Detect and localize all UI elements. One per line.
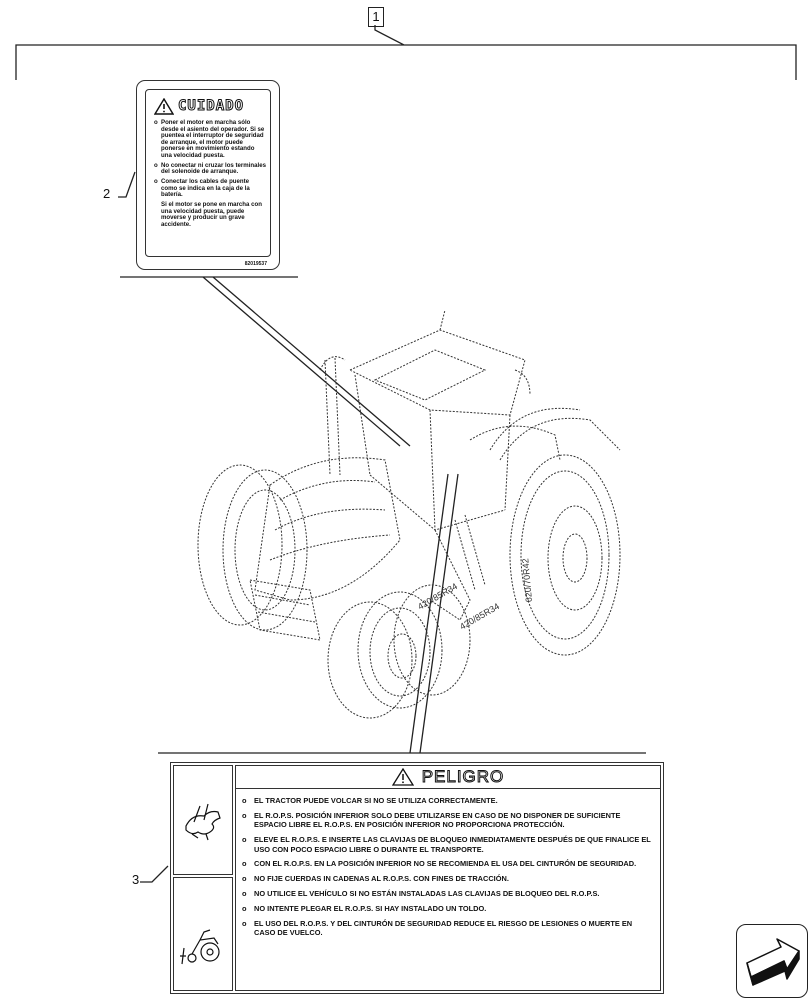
peligro-title: PELIGRO [421, 767, 505, 787]
cuidado-title: CUIDADO [177, 98, 245, 115]
tire-label: 420/85R34 [416, 581, 459, 612]
tractor-cab [348, 329, 526, 416]
tractor-hood [254, 457, 401, 601]
tire-label: 420/85R34 [458, 601, 501, 632]
callout-2: 2 [103, 186, 111, 201]
next-page-arrow-icon [746, 938, 800, 986]
warning-triangle-icon [154, 97, 174, 115]
front-wheel [327, 601, 413, 719]
callout-3: 3 [132, 872, 140, 887]
warning-triangle-icon [391, 768, 414, 786]
next-page-button[interactable] [736, 924, 808, 998]
cuidado-part-code: 82019537 [244, 261, 267, 267]
item-callout-1: 1 [368, 7, 384, 27]
tractor-illustration: 420/85R34 420/85R34 620/70R42 [197, 309, 621, 719]
peligro-header: PELIGRO [236, 766, 660, 789]
hand-rops-icon-cell [173, 765, 233, 875]
tractor-rollover-icon-cell [173, 877, 233, 991]
peligro-icon-column [173, 765, 233, 991]
cuidado-header: CUIDADO [154, 96, 264, 116]
hand-rops-icon [185, 803, 221, 841]
rear-wheel [509, 454, 621, 656]
tractor-rollover-icon [180, 929, 220, 965]
cuidado-item: Si el motor se pone en marcha con una ve… [161, 201, 262, 228]
tire-label: 620/70R42 [520, 558, 534, 603]
